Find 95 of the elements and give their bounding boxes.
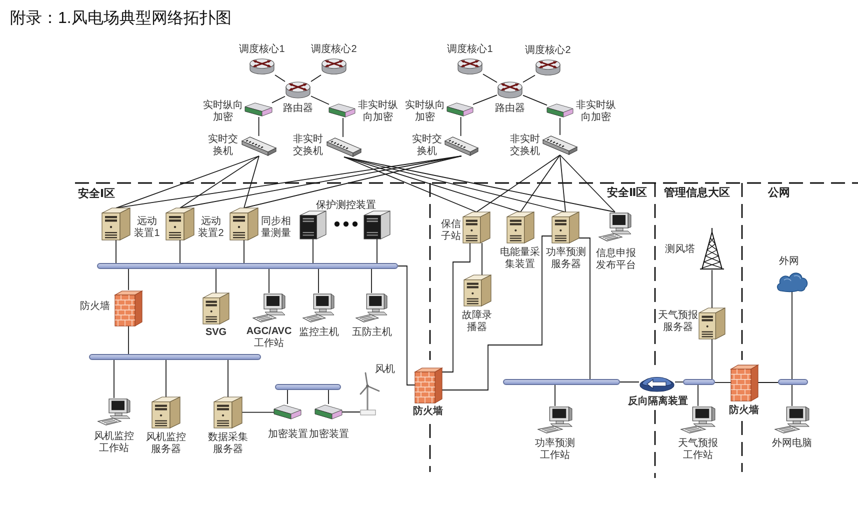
device-label: 监控主机 [298,327,340,339]
connector-line [244,156,260,208]
device-label: 风机监控服务器 [145,432,187,456]
device-label: 非实时交换机 [292,134,324,158]
connector-line [310,74,322,82]
connector-line [344,156,477,212]
device-label: 功率预测工作站 [534,438,576,462]
bus-bar [97,263,398,269]
bus-bar [503,379,620,385]
connector-line [310,96,330,105]
connector-line [116,156,462,208]
device-label: AGC/AVC工作站 [245,326,293,350]
connector-line [180,156,260,208]
zone-label: 安全Ⅱ区 [607,187,648,200]
connector-line [482,74,498,83]
device-label: 外网电脑 [771,438,813,450]
device-label: 远动装置2 [197,216,225,240]
connector-line [272,96,286,104]
device-label: 数据采集服务器 [207,432,249,456]
device-label: SVG [204,327,228,339]
group-label: 保护测控装置 [316,199,376,212]
device-label: 远动装置1 [133,216,161,240]
zone-label: 安全Ⅰ区 [78,188,116,201]
device-label: 非实时交换机 [509,134,541,158]
connector-line [268,268,270,294]
device-label: 调度核心1 [446,44,494,56]
device-label: 五防主机 [351,327,393,339]
device-label: 实时交换机 [207,134,239,158]
zone-label: 管理信息大区 [664,187,730,200]
device-label: 测风塔 [664,244,696,256]
device-label: 天气预报工作站 [677,438,719,462]
connector-line [242,412,274,413]
connector-line [258,116,260,136]
device-label: 电能量采集装置 [499,247,541,271]
connector-line [520,154,560,212]
connector-line [442,242,470,372]
device-label: 调度核心1 [238,44,286,56]
bus-bar [778,379,808,385]
device-label: 调度核心2 [310,44,358,56]
connector-line [578,238,590,380]
device-label: 非实时纵向加密 [575,100,617,124]
bus-bar [275,384,341,390]
device-label: 实时纵向加密 [202,100,244,124]
connector-line [128,268,129,290]
device-label: 路由器 [494,103,526,115]
connector-line [344,156,521,212]
device-label: 功率预测服务器 [545,247,587,271]
connector-line [522,94,548,106]
connector-line [522,74,536,83]
connector-line [312,238,314,264]
device-label: 路由器 [282,103,314,115]
zone-label: 公网 [768,187,790,200]
connector-line [376,238,378,264]
connector-line [758,382,778,383]
connector-line [344,156,566,212]
connector-line [460,116,462,136]
device-label: 调度核心2 [524,45,572,57]
connector-line [116,156,260,208]
bus-bar [89,354,261,360]
device-label: 反向隔离装置 [626,396,689,408]
connector-line [442,236,552,390]
connector-line [560,154,566,212]
connector-line [328,390,329,404]
connector-line [476,154,560,212]
device-label: 防火墙 [79,301,111,313]
device-label: 防火墙 [728,405,760,417]
device-label: 保信子站 [440,219,462,243]
bus-bar [683,379,715,385]
device-label: 风机监控工作站 [93,431,135,455]
device-label: 防火墙 [412,406,444,418]
device-label: 外网 [778,256,800,268]
connector-line [287,390,288,404]
connector-line [398,266,416,386]
connector-line [554,384,556,406]
connector-line [714,382,732,383]
connector-line [560,154,616,212]
connector-line [318,268,319,294]
connector-line [342,118,344,138]
device-label: 加密装置 [309,429,349,441]
device-label: 风机 [374,364,396,376]
device-label: 故障录播器 [461,310,493,334]
connector-line [344,156,616,212]
connector-line [128,326,129,354]
diagram-title: 附录：1.风电场典型网络拓扑图 [10,8,232,29]
device-label: 信息申报发布平台 [595,248,637,272]
connector-line [472,94,498,105]
device-label: 天气预报服务器 [658,310,698,334]
device-label: 非实时纵向加密 [357,100,399,124]
device-label: 实时交换机 [411,134,443,158]
connector-line [371,268,372,294]
device-label: 加密装置 [268,429,308,441]
device-label: 实时纵向加密 [404,100,446,124]
connector-line [244,156,462,208]
device-label: 同步相量测量 [260,216,292,240]
connector-line [274,74,286,82]
